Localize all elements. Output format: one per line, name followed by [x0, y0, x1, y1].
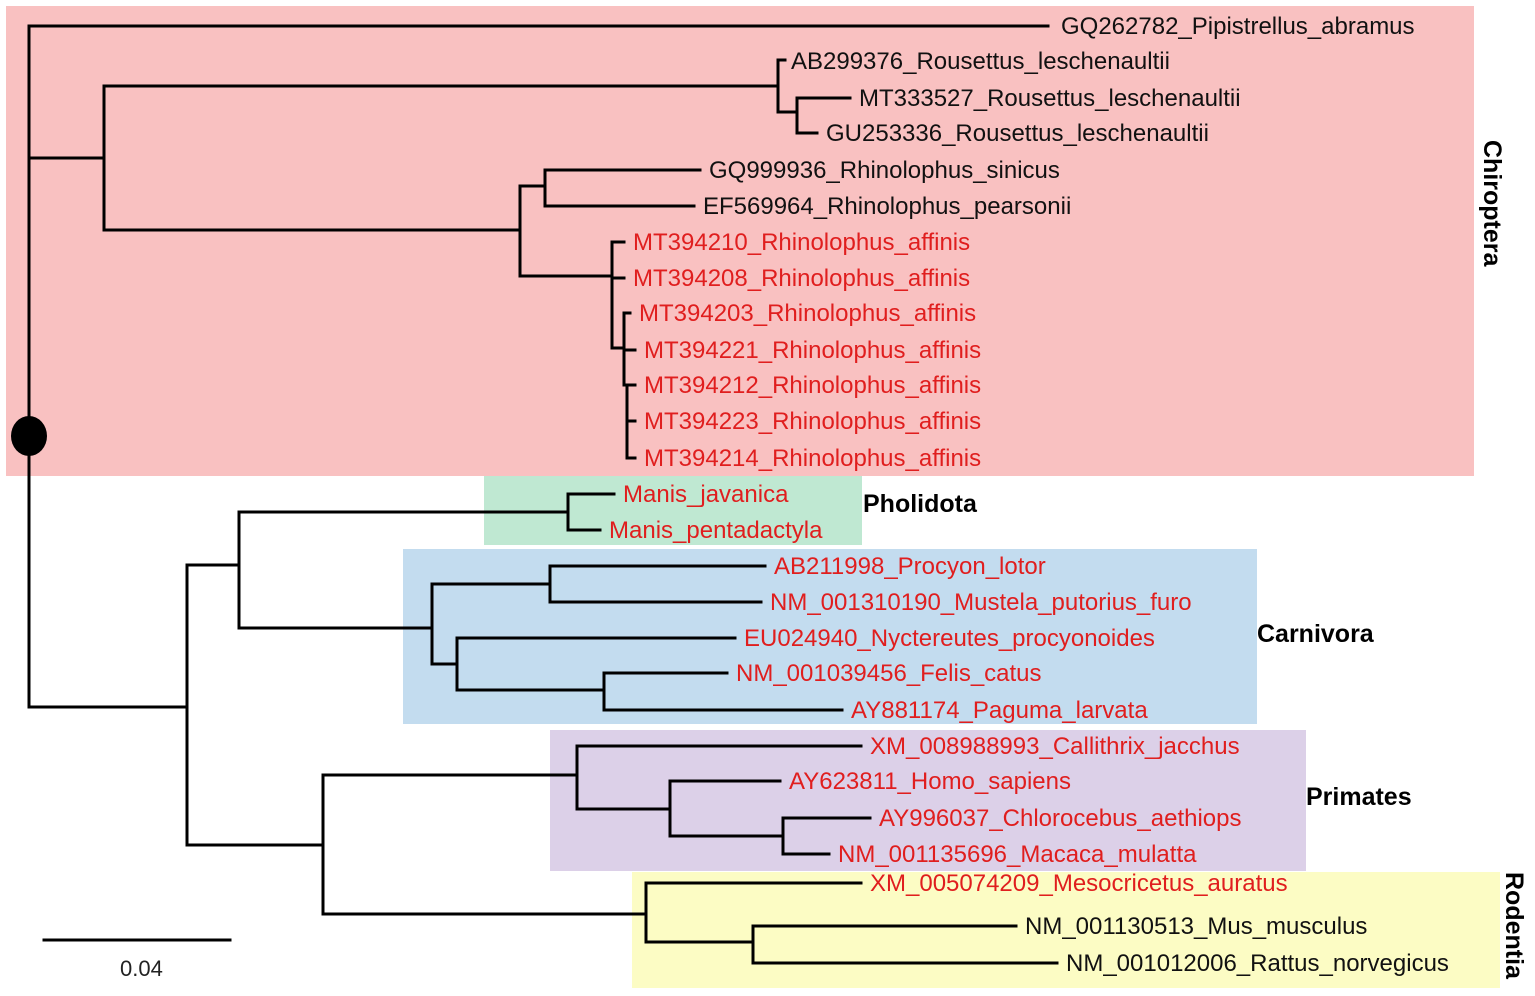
leaf-label: GU253336_Rousettus_leschenaultii [826, 120, 1209, 147]
scale-bar-label: 0.04 [120, 956, 163, 981]
leaf-label: MT394210_Rhinolophus_affinis [633, 229, 970, 256]
group-label-chiroptera: Chiroptera [1478, 140, 1506, 268]
leaf-label: MT394214_Rhinolophus_affinis [644, 445, 981, 472]
leaf-label: Manis_javanica [623, 481, 789, 508]
rodentia-box [632, 872, 1500, 988]
leaf-label: NM_001039456_Felis_catus [736, 660, 1042, 687]
leaf-label: AB211998_Procyon_lotor [774, 553, 1046, 580]
leaf-label: AB299376_Rousettus_leschenaultii [791, 48, 1170, 75]
leaf-label: EU024940_Nyctereutes_procyonoides [744, 625, 1155, 652]
leaf-label: AY996037_Chlorocebus_aethiops [879, 805, 1242, 832]
leaf-label: NM_001310190_Mustela_putorius_furo [770, 589, 1192, 616]
leaf-label: NM_001012006_Rattus_norvegicus [1066, 950, 1449, 977]
leaf-label: AY881174_Paguma_larvata [851, 697, 1148, 724]
leaf-label: GQ999936_Rhinolophus_sinicus [709, 157, 1060, 184]
leaf-label: MT394221_Rhinolophus_affinis [644, 337, 981, 364]
leaf-label: GQ262782_Pipistrellus_abramus [1061, 13, 1415, 40]
leaf-label: NM_001135696_Macaca_mulatta [838, 841, 1197, 868]
leaf-labels: GQ262782_Pipistrellus_abramusAB299376_Ro… [609, 13, 1449, 977]
leaf-label: NM_001130513_Mus_musculus [1025, 913, 1367, 940]
root-node-marker [11, 416, 47, 456]
leaf-label: MT394203_Rhinolophus_affinis [639, 300, 976, 327]
chiroptera-box [6, 6, 1474, 476]
leaf-label: MT394208_Rhinolophus_affinis [633, 265, 970, 292]
leaf-label: XM_008988993_Callithrix_jacchus [870, 733, 1240, 760]
group-label-carnivora: Carnivora [1257, 620, 1375, 648]
primates-box [550, 730, 1306, 871]
leaf-label: Manis_pentadactyla [609, 517, 823, 544]
leaf-label: MT333527_Rousettus_leschenaultii [859, 85, 1241, 112]
leaf-label: MT394223_Rhinolophus_affinis [644, 408, 981, 435]
leaf-label: MT394212_Rhinolophus_affinis [644, 372, 981, 399]
leaf-label: AY623811_Homo_sapiens [789, 768, 1071, 795]
leaf-label: XM_005074209_Mesocricetus_auratus [870, 870, 1288, 897]
tree-branches [27, 24, 1059, 965]
group-label-pholidota: Pholidota [863, 490, 978, 518]
group-label-rodentia: Rodentia [1500, 872, 1528, 980]
group-label-primates: Primates [1306, 783, 1412, 811]
leaf-label: EF569964_Rhinolophus_pearsonii [703, 193, 1071, 220]
